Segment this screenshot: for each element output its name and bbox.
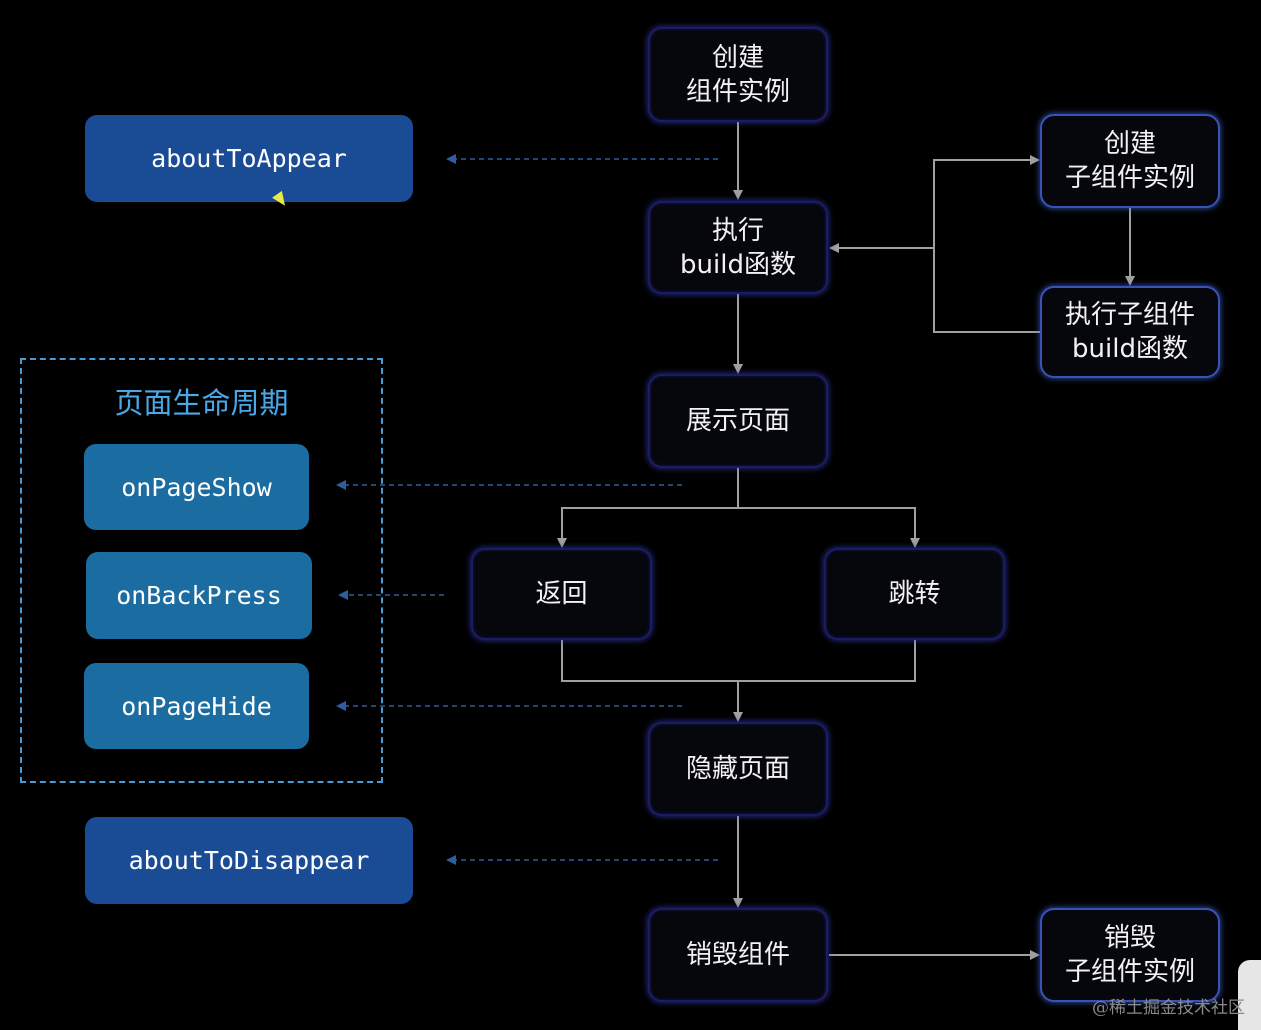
node-navigate-label: 跳转 [888,579,941,609]
node-run-build-line2: build函数 [680,249,796,280]
node-destroy-child-line1: 销毁 [1103,923,1156,953]
node-back: 返回 [471,548,652,640]
node-destroy-child-line2: 子组件实例 [1064,957,1195,987]
page-lifecycle-title: 页面生命周期 [114,386,289,420]
hook-on-back-press-label: onBackPress [116,581,282,610]
node-create-child-line1: 创建 [1103,129,1156,159]
edge-back-to-merge [561,640,916,682]
node-destroy-label: 销毁组件 [685,940,790,970]
node-create-instance-line2: 组件实例 [685,76,790,107]
edge-run-child-to-build [829,243,1040,333]
node-destroy-child: 销毁 子组件实例 [1040,908,1220,1002]
node-run-build: 执行 build函数 [648,201,828,294]
node-back-label: 返回 [535,579,588,609]
hook-about-to-appear-label: aboutToAppear [151,144,347,173]
hook-on-page-show: onPageShow [84,444,309,530]
edge-build-to-create-child [933,155,1040,248]
hook-about-to-disappear-label: aboutToDisappear [128,846,370,875]
node-show-page: 展示页面 [648,374,828,468]
watermark: @稀土掘金技术社区 [1092,998,1245,1018]
node-create-instance-line1: 创建 [711,42,764,73]
node-run-child-build-line2: build函数 [1072,334,1188,364]
node-show-page-label: 展示页面 [685,406,790,436]
node-hide-page: 隐藏页面 [648,722,828,816]
node-run-child-build-line1: 执行子组件 [1064,300,1195,330]
node-navigate: 跳转 [824,548,1005,640]
hook-on-page-hide: onPageHide [84,663,309,749]
page-lifecycle-group [20,358,383,783]
node-run-build-line1: 执行 [711,215,764,246]
node-run-child-build: 执行子组件 build函数 [1040,286,1220,378]
hook-on-page-show-label: onPageShow [121,472,272,502]
edge-show-to-navigate [738,507,920,548]
hook-about-to-appear: aboutToAppear [85,115,413,202]
hook-on-page-hide-label: onPageHide [121,691,272,721]
node-create-instance: 创建 组件实例 [648,27,828,122]
edge-show-to-back [557,468,739,548]
node-destroy: 销毁组件 [648,908,828,1002]
node-create-child: 创建 子组件实例 [1040,114,1220,208]
node-create-child-line2: 子组件实例 [1064,163,1195,193]
node-hide-page-label: 隐藏页面 [685,754,790,784]
hook-about-to-disappear: aboutToDisappear [85,817,413,904]
hook-on-back-press: onBackPress [86,552,312,639]
corner-overlay [1238,960,1261,1030]
